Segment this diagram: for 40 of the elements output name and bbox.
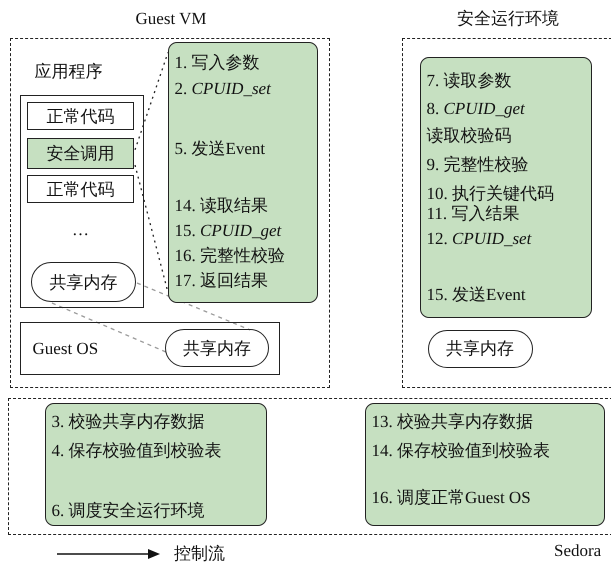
step-text: 17. 返回结果 [174, 270, 268, 290]
region-title: Sedora [554, 541, 602, 561]
step-text: 8. CPUID_get 读取校验码 [426, 98, 526, 146]
step-text: 16. 完整性校验 [174, 246, 285, 266]
memory-node: 共享内存 [31, 262, 136, 302]
ellipsis-text: … [72, 220, 89, 240]
code-block: 安全调用 [27, 138, 134, 169]
step-panel [420, 56, 592, 318]
step-text: 14. 读取结果 [174, 196, 268, 216]
step-text: 2. CPUID_set [174, 78, 271, 98]
os-box [20, 322, 280, 374]
region-title: 应用程序 [34, 62, 102, 82]
region-title: Guest OS [32, 338, 98, 358]
step-text: 12. CPUID_set [426, 228, 532, 248]
step-text: 3. 校验共享内存数据 [52, 412, 204, 432]
step-text: 15. 发送Event [426, 284, 526, 304]
step-text: 9. 完整性校验 [426, 154, 528, 174]
code-block: 正常代码 [27, 102, 134, 130]
step-text: 4. 保存校验值到校验表 [52, 440, 222, 460]
step-text: 1. 写入参数 [174, 52, 260, 72]
step-text: 15. CPUID_get [174, 220, 282, 240]
step-text: 14. 保存校验值到校验表 [372, 440, 550, 460]
connector-line [52, 302, 166, 353]
step-panel [364, 402, 604, 526]
step-panel [44, 402, 266, 526]
step-text: 10. 执行关键代码 [426, 184, 554, 204]
step-text: 11. 写入结果 [426, 204, 520, 224]
step-text: 13. 校验共享内存数据 [372, 412, 533, 432]
step-text: 7. 读取参数 [426, 70, 512, 90]
step-text: 16. 调度正常Guest OS [372, 488, 531, 508]
step-text: 5. 发送Event [174, 138, 266, 158]
memory-node: 共享内存 [165, 329, 269, 367]
region-title: Guest VM [134, 9, 208, 29]
legend-text: 控制流 [174, 544, 225, 564]
step-text: 6. 调度安全运行环境 [52, 500, 204, 520]
memory-node: 共享内存 [428, 330, 532, 368]
step-panel [168, 42, 318, 302]
code-block: 正常代码 [27, 175, 134, 203]
connector-line [136, 282, 250, 331]
region-title: 安全运行环境 [456, 9, 560, 29]
